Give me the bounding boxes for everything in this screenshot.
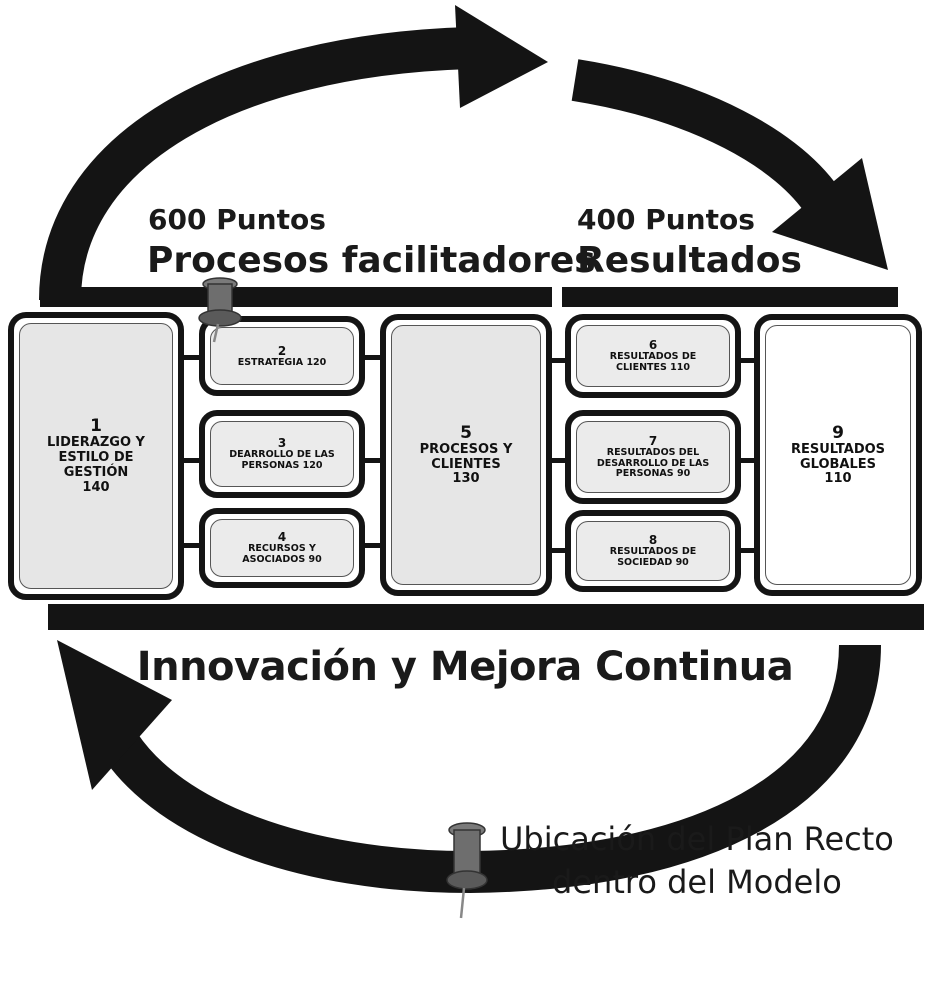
bottom-bar — [48, 604, 924, 630]
criterion-2-box: 2 ESTRATEGIA 120 — [199, 316, 365, 396]
left-section-points: 600 Puntos — [148, 203, 326, 236]
top-bar-left — [40, 287, 552, 307]
criterion-label: DEARROLLO DE LAS PERSONAS — [229, 449, 335, 471]
criterion-9-box: 9 RESULTADOS GLOBALES 110 — [754, 314, 922, 596]
criterion-label: RESULTADOS GLOBALES — [790, 441, 886, 472]
criterion-4-box: 4 RECURSOS Y ASOCIADOS 90 — [199, 508, 365, 588]
criterion-points: 130 — [452, 471, 480, 487]
arrow-bottom — [102, 644, 881, 894]
pushpin-icon — [198, 277, 242, 343]
connector — [360, 355, 386, 360]
criterion-label-points: RESULTADOS DEL DESARROLLO DE LAS PERSONA… — [588, 446, 718, 481]
legend-line-2: dentro del Modelo — [552, 863, 842, 902]
criterion-number: 7 — [648, 433, 658, 448]
arrowhead-left — [57, 640, 172, 790]
connector — [736, 548, 760, 553]
criterion-points: 90 — [675, 557, 689, 568]
legend-text: Ubicación del Plan Recto dentro del Mode… — [500, 818, 894, 904]
connector — [546, 458, 570, 463]
connector — [736, 458, 760, 463]
arrowhead-right — [772, 158, 888, 270]
criterion-number: 1 — [90, 416, 102, 437]
criterion-5-box: 5 PROCESOS Y CLIENTES 130 — [380, 314, 552, 596]
right-section-title: Resultados — [577, 240, 802, 281]
criterion-points: 110 — [670, 362, 690, 373]
connector — [178, 458, 204, 463]
legend-line-1: Ubicación del Plan Recto — [500, 820, 894, 858]
connector — [360, 543, 386, 548]
criterion-number: 8 — [648, 533, 658, 548]
top-bar-right — [562, 287, 898, 307]
right-section-points: 400 Puntos — [577, 203, 755, 236]
criterion-points: 110 — [824, 471, 852, 487]
arrow-top-right — [571, 59, 843, 217]
criterion-label-points: RECURSOS Y ASOCIADOS 90 — [232, 543, 332, 566]
criterion-number: 4 — [277, 530, 287, 545]
connector — [546, 548, 570, 553]
criterion-number: 6 — [648, 338, 658, 353]
criterion-label-points: RESULTADOS DE SOCIEDAD 90 — [593, 546, 713, 569]
criterion-label: RECURSOS Y ASOCIADOS — [242, 543, 316, 565]
criterion-1-box: 1 LIDERAZGO Y ESTILO DE GESTIÓN 140 — [8, 312, 184, 600]
criterion-label: PROCESOS Y CLIENTES — [419, 441, 513, 472]
criterion-points: 120 — [306, 356, 327, 368]
criterion-label-points: RESULTADOS DE CLIENTES 110 — [593, 351, 713, 374]
criterion-8-box: 8 RESULTADOS DE SOCIEDAD 90 — [565, 510, 741, 592]
criterion-label-points: ESTRATEGIA 120 — [237, 356, 327, 369]
arrow-top-left — [39, 27, 471, 301]
criterion-number: 3 — [277, 436, 287, 451]
connector — [546, 358, 570, 363]
criterion-label: RESULTADOS DEL DESARROLLO DE LAS PERSONA… — [596, 446, 710, 480]
connector — [360, 458, 386, 463]
connector — [178, 543, 204, 548]
criterion-label-points: DEARROLLO DE LAS PERSONAS 120 — [212, 449, 352, 472]
criterion-points: 120 — [302, 460, 323, 471]
criterion-points: 90 — [308, 554, 322, 565]
criterion-label: RESULTADOS DE SOCIEDAD — [609, 546, 697, 568]
criterion-7-box: 7 RESULTADOS DEL DESARROLLO DE LAS PERSO… — [565, 410, 741, 504]
arrowhead-top — [455, 5, 548, 108]
legend: Ubicación del Plan Recto dentro del Mode… — [440, 812, 925, 992]
criterion-points: 90 — [676, 468, 691, 480]
left-section-title: Procesos facilitadores — [147, 240, 596, 281]
criterion-label: ESTRATEGIA — [237, 356, 304, 368]
criterion-6-box: 6 RESULTADOS DE CLIENTES 110 — [565, 314, 741, 398]
connector — [736, 358, 760, 363]
pushpin-icon — [446, 822, 488, 919]
criterion-number: 5 — [460, 422, 472, 443]
criterion-3-box: 3 DEARROLLO DE LAS PERSONAS 120 — [199, 410, 365, 498]
criterion-number: 2 — [277, 343, 287, 358]
criterion-label: LIDERAZGO Y ESTILO DE GESTIÓN — [47, 435, 145, 480]
criterion-number: 9 — [832, 422, 844, 443]
cycle-label: Innovación y Mejora Continua — [136, 644, 794, 690]
criterion-points: 140 — [82, 479, 110, 495]
criterion-label: RESULTADOS DE CLIENTES — [609, 351, 697, 373]
connector — [178, 355, 204, 360]
